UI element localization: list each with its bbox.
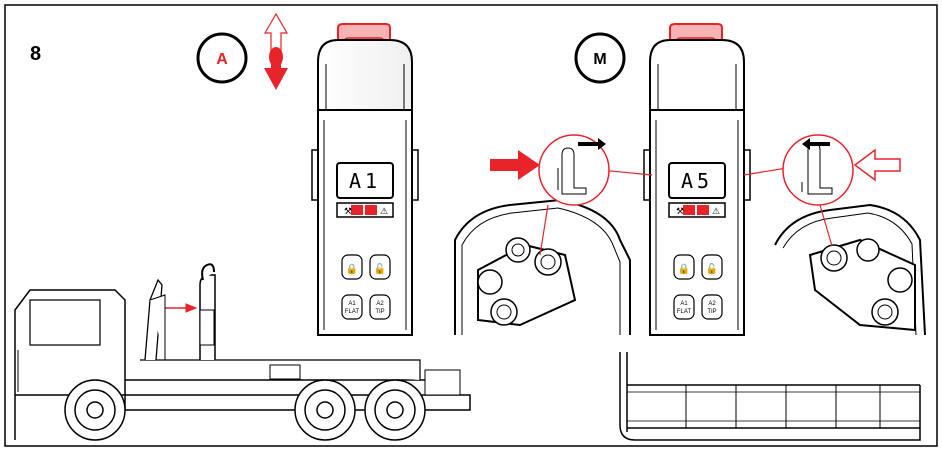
flat-button xyxy=(673,294,695,320)
auto-mode-badge: A xyxy=(196,32,248,84)
lock-button-right xyxy=(701,254,723,280)
arrow-right-icon xyxy=(578,138,606,150)
hooklift-truck xyxy=(14,263,471,441)
svg-text:🔓: 🔓 xyxy=(706,262,718,275)
hook-callout-left xyxy=(538,134,610,206)
svg-text:A1: A1 xyxy=(680,301,688,307)
remote-control-manual: A5 ⚒ ⚠ 🔒 🔓 A1 FLAT A2 TIP xyxy=(643,23,751,336)
hook-callout-right xyxy=(782,134,854,206)
auto-status-led-1 xyxy=(351,205,363,215)
svg-text:🔒: 🔒 xyxy=(678,263,690,275)
warning-icon: ⚠ xyxy=(380,206,388,216)
joystick-panel-left xyxy=(454,198,631,335)
lock-button-left xyxy=(673,254,695,280)
warning-icon: ⚠ xyxy=(712,206,720,216)
lock-button-left xyxy=(341,254,363,280)
joystick-knob xyxy=(477,269,503,295)
svg-text:A2: A2 xyxy=(708,301,716,307)
lock-button-right xyxy=(369,254,391,280)
joystick-panel-right xyxy=(774,203,926,336)
push-arrow-right-icon xyxy=(490,150,540,180)
flat-button xyxy=(341,294,363,320)
remote-control-auto: A1 ⚒ ⚠ 🔒 🔓 A1 FLAT A2 TIP xyxy=(311,23,419,336)
tool-icon: ⚒ xyxy=(344,206,352,216)
up-down-arrow-icon xyxy=(263,12,289,90)
manual-status-led-2 xyxy=(697,205,709,215)
flat-container xyxy=(619,352,921,441)
manual-mode-label: M xyxy=(593,51,606,68)
auto-status-led-2 xyxy=(365,205,377,215)
page-frame xyxy=(4,4,938,447)
manual-mode-badge: M xyxy=(574,32,626,84)
svg-text:TIP: TIP xyxy=(707,309,716,315)
svg-text:🔓: 🔓 xyxy=(374,262,386,275)
auto-display-readout: A1 xyxy=(349,169,381,193)
tip-button xyxy=(369,294,391,320)
svg-text:FLAT: FLAT xyxy=(677,309,692,315)
svg-text:A1: A1 xyxy=(348,301,356,307)
joystick-knob xyxy=(887,267,913,293)
joystick-knob xyxy=(856,238,880,262)
manual-status-led-1 xyxy=(683,205,695,215)
auto-mode-label: A xyxy=(216,51,228,68)
svg-text:A2: A2 xyxy=(376,301,384,307)
svg-text:FLAT: FLAT xyxy=(345,309,360,315)
step-number: 8 xyxy=(30,43,41,65)
svg-text:TIP: TIP xyxy=(375,309,384,315)
tip-button xyxy=(701,294,723,320)
arrow-left-icon xyxy=(802,138,830,150)
manual-display-readout: A5 xyxy=(681,169,713,193)
svg-text:🔒: 🔒 xyxy=(346,263,358,275)
tool-icon: ⚒ xyxy=(676,206,684,216)
push-arrow-left-icon xyxy=(853,148,901,182)
